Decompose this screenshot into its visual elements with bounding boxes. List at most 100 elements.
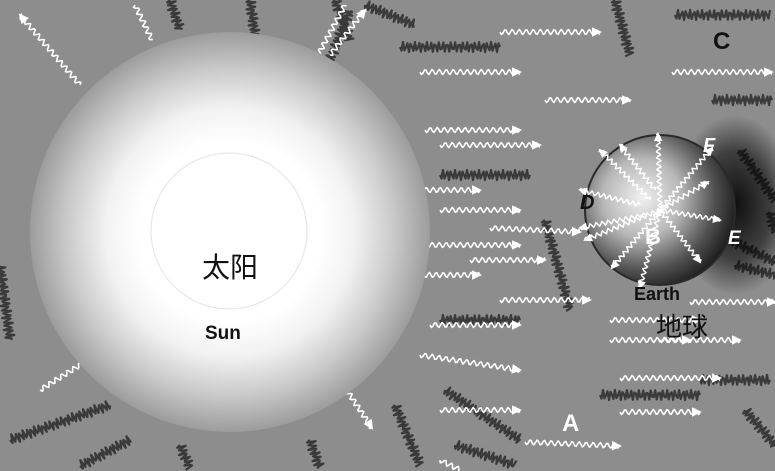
marker-a: A bbox=[562, 410, 580, 437]
arrowhead bbox=[618, 143, 628, 154]
earth-ray bbox=[579, 187, 641, 207]
shortwave-ray bbox=[489, 225, 581, 236]
shortwave-ray bbox=[659, 336, 741, 344]
shortwave-ray bbox=[619, 374, 721, 382]
shortwave-radiation-group bbox=[18, 4, 775, 471]
earth-ray bbox=[659, 147, 714, 212]
earth-ray bbox=[658, 209, 702, 262]
earth-ray bbox=[659, 180, 710, 212]
shortwave-ray bbox=[609, 316, 700, 324]
arrowhead bbox=[363, 418, 374, 430]
shortwave-ray bbox=[317, 4, 347, 56]
longwave-ray bbox=[398, 40, 502, 54]
arrowhead bbox=[512, 320, 522, 330]
marker-c: C bbox=[713, 28, 731, 55]
longwave-ray bbox=[710, 93, 774, 107]
arrowhead bbox=[692, 253, 702, 264]
longwave-ray bbox=[453, 440, 518, 469]
earth-ray bbox=[598, 149, 652, 201]
sun-label-english: Sun bbox=[205, 323, 241, 344]
arrowhead bbox=[578, 187, 588, 196]
arrowhead bbox=[598, 148, 608, 158]
earth-ray bbox=[619, 144, 657, 191]
arrowhead bbox=[654, 132, 663, 142]
arrowhead bbox=[512, 405, 522, 415]
arrowhead bbox=[537, 255, 547, 265]
longwave-ray bbox=[391, 404, 424, 468]
shortwave-ray bbox=[419, 241, 521, 249]
longwave-ray bbox=[245, 0, 261, 36]
earth-outline bbox=[584, 134, 736, 286]
arrowhead bbox=[704, 146, 714, 157]
longwave-ray bbox=[443, 386, 522, 444]
earth-ray bbox=[610, 209, 661, 269]
arrowhead bbox=[692, 407, 702, 417]
earth-ray bbox=[659, 207, 721, 222]
arrowhead bbox=[611, 440, 622, 451]
longwave-ray bbox=[176, 444, 194, 471]
shortwave-ray bbox=[439, 406, 521, 414]
arrowhead bbox=[578, 222, 588, 231]
arrowhead bbox=[472, 185, 482, 195]
shortwave-ray bbox=[429, 321, 520, 329]
shortwave-ray bbox=[671, 68, 773, 76]
shortwave-ray bbox=[544, 96, 631, 104]
longwave-ray bbox=[9, 400, 112, 444]
longwave-ray bbox=[325, 9, 354, 62]
shortwave-ray bbox=[439, 206, 521, 214]
marker-d: D bbox=[580, 192, 595, 214]
arrowhead bbox=[18, 13, 29, 25]
longwave-ray bbox=[438, 313, 522, 327]
arrowhead bbox=[682, 335, 692, 345]
arrowhead bbox=[610, 259, 620, 270]
arrowhead bbox=[622, 95, 632, 105]
arrowhead bbox=[532, 140, 542, 150]
arrowhead bbox=[592, 27, 602, 37]
arrowhead bbox=[511, 364, 522, 374]
shortwave-ray bbox=[499, 296, 590, 304]
shortwave-ray bbox=[439, 459, 460, 471]
earth-ray bbox=[655, 133, 663, 211]
longwave-ray bbox=[673, 8, 772, 22]
arrowhead bbox=[356, 8, 367, 20]
earth-label-english: Earth bbox=[634, 284, 681, 304]
marker-b: B bbox=[645, 224, 661, 249]
shortwave-ray bbox=[19, 13, 82, 86]
shortwave-ray bbox=[329, 9, 367, 57]
shortwave-ray bbox=[439, 141, 541, 149]
earth-surface-arrows bbox=[578, 132, 722, 290]
arrowhead bbox=[571, 226, 582, 237]
arrowhead bbox=[472, 270, 482, 280]
arrowhead bbox=[637, 280, 646, 290]
arrowhead bbox=[692, 315, 702, 325]
earth-ray bbox=[637, 209, 662, 288]
shortwave-ray bbox=[689, 298, 775, 306]
arrowhead bbox=[583, 233, 594, 242]
arrowhead bbox=[512, 125, 522, 135]
longwave-ray bbox=[363, 0, 416, 29]
longwave-ray bbox=[742, 407, 775, 448]
arrowhead bbox=[732, 335, 742, 345]
shortwave-ray bbox=[419, 352, 521, 373]
shortwave-ray bbox=[132, 4, 153, 41]
arrowhead bbox=[512, 240, 522, 250]
longwave-ray bbox=[166, 0, 185, 31]
arrowhead bbox=[712, 373, 722, 383]
longwave-ray bbox=[610, 0, 635, 58]
earth-label-chinese: 地球 bbox=[656, 313, 709, 343]
earth-ray bbox=[579, 212, 646, 231]
longwave-ray bbox=[438, 168, 532, 182]
arrowhead bbox=[712, 214, 722, 223]
shortwave-ray bbox=[499, 28, 601, 36]
arrowhead bbox=[512, 67, 522, 77]
arrowhead bbox=[767, 297, 775, 307]
shortwave-ray bbox=[469, 256, 546, 264]
earth-ray bbox=[584, 207, 661, 242]
longwave-ray bbox=[0, 265, 16, 341]
longwave-ray bbox=[306, 439, 325, 469]
shortwave-ray bbox=[609, 336, 691, 344]
longwave-ray bbox=[79, 435, 133, 470]
shortwave-ray bbox=[524, 439, 621, 449]
